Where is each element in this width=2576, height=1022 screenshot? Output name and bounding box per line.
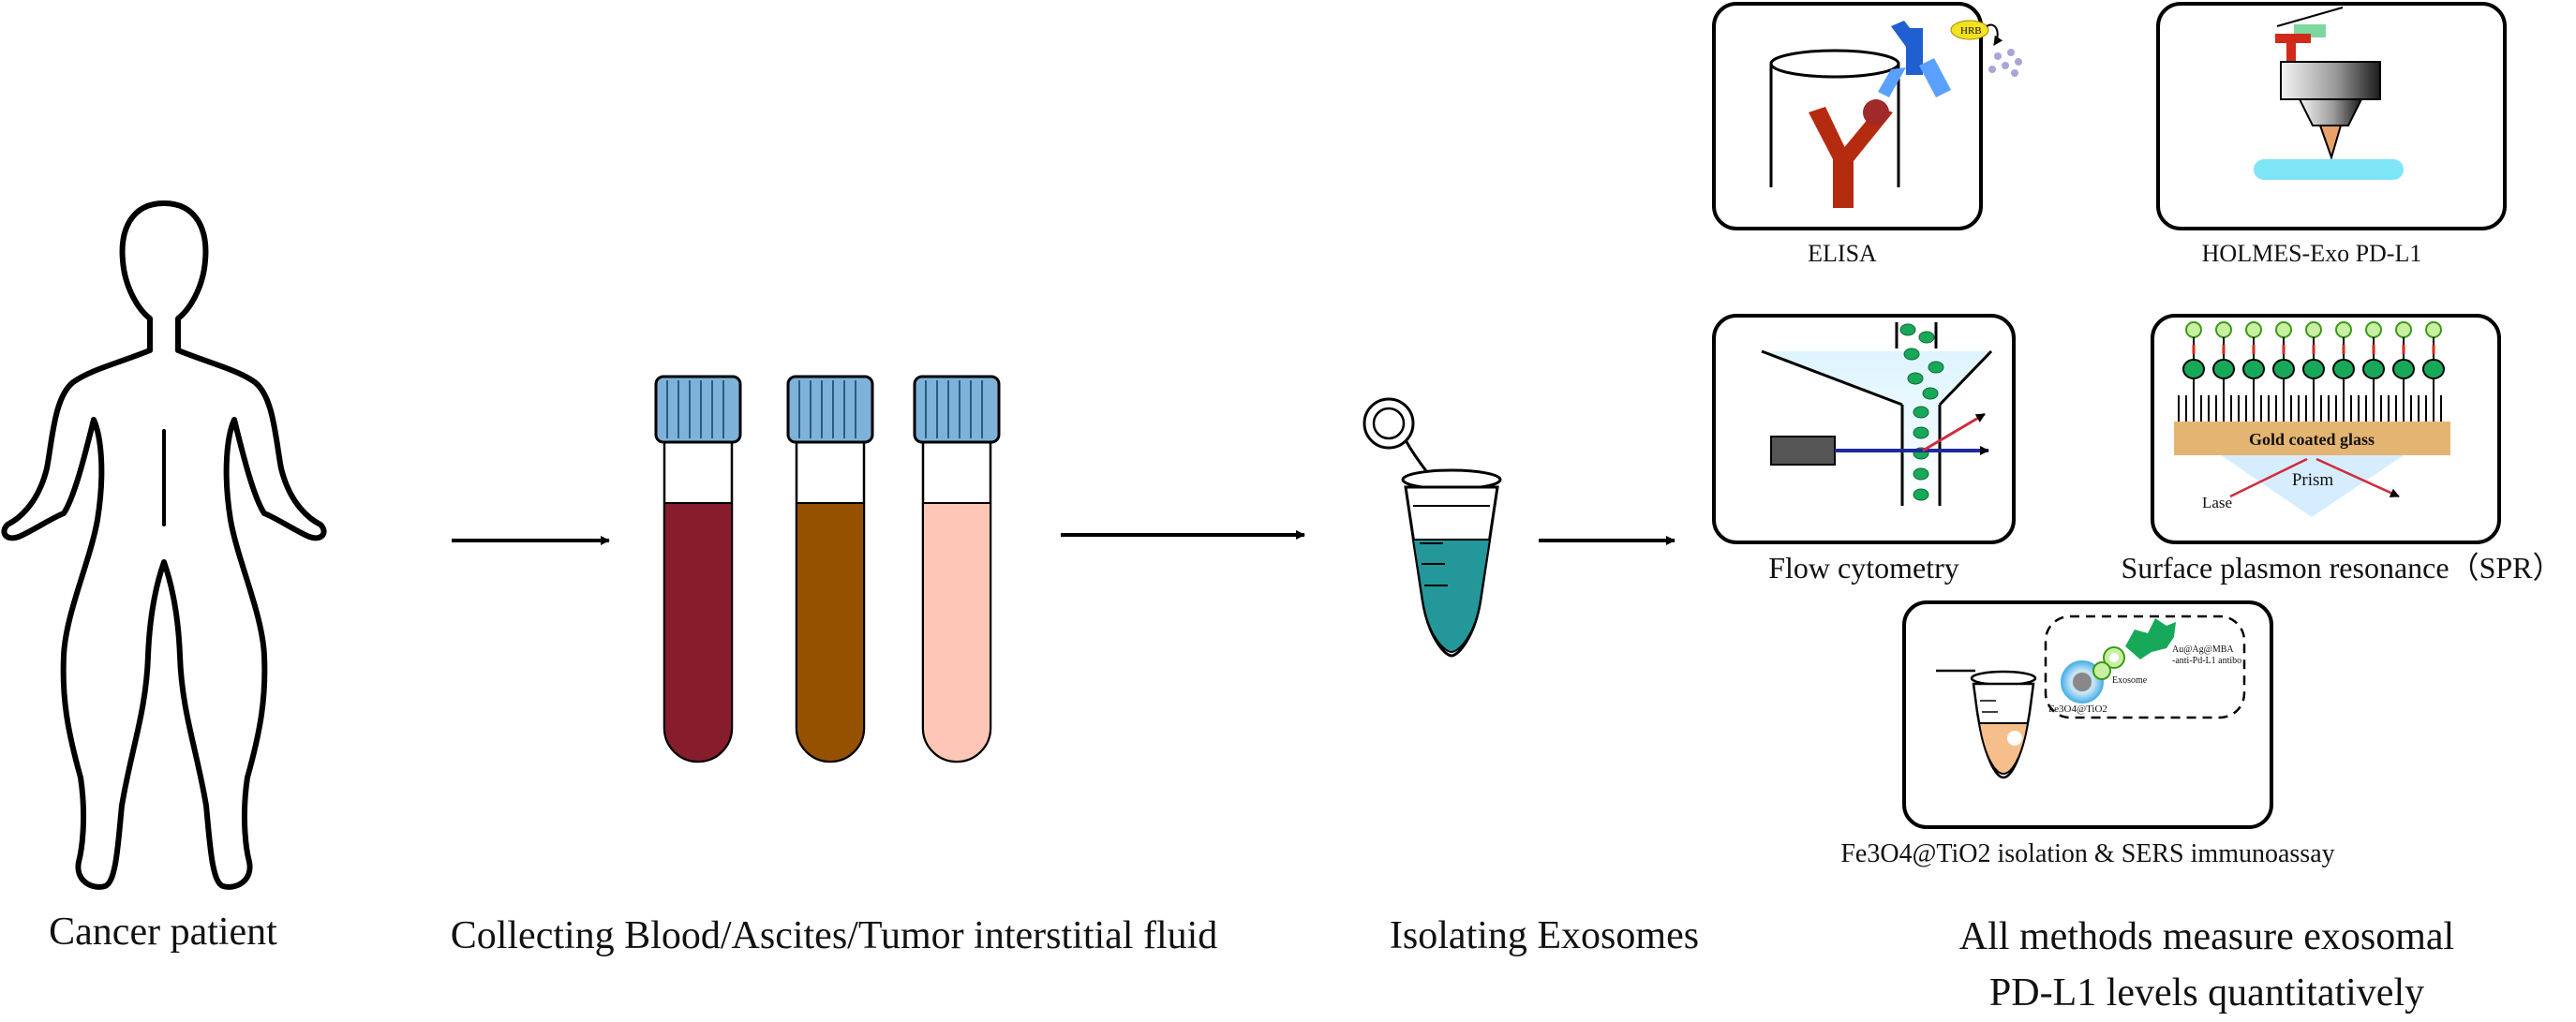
receptor-array: [2178, 321, 2445, 422]
fe-label: Fe3O4@TiO2: [2048, 704, 2107, 715]
isolate-label: Isolating Exosomes: [1390, 914, 1699, 957]
hrb-tag: HRB: [1960, 25, 1982, 37]
sample-strip-icon: [2254, 159, 2404, 180]
gold-label: Gold coated glass: [2249, 430, 2375, 449]
flow-label: Flow cytometry: [1768, 551, 1959, 585]
spr-panel: Gold coated glass Prism Lase: [2151, 314, 2501, 544]
probe-label-1: Au@Ag@MBA: [2172, 644, 2234, 655]
well-plate-icon: [1769, 49, 1900, 187]
summary-line-1: All methods measure exosomal: [1959, 915, 2454, 958]
particle-beads: [1899, 323, 1944, 501]
hrb-enzyme-icon: [1950, 20, 1989, 40]
signal-dots: [1988, 49, 2022, 77]
elisa-label: ELISA: [1808, 240, 1877, 267]
antigen-icon: [1863, 99, 1889, 126]
gold-glass-icon: [2174, 422, 2450, 455]
human-silhouette-icon: [1, 200, 327, 890]
exosome-label: Exosome: [2112, 675, 2148, 686]
flow-cytometry-panel: [1712, 314, 2016, 544]
blood-tube: [654, 375, 742, 763]
interstitial-fluid-tube: [913, 375, 1001, 763]
holmes-label: HOLMES-Exo PD-L1: [2202, 240, 2422, 267]
capture-antibody-icon: [1809, 107, 1893, 208]
laser-source-icon: [1770, 436, 1836, 466]
ascites-tube: [786, 375, 874, 763]
collect-label: Collecting Blood/Ascites/Tumor interstit…: [451, 914, 1218, 957]
optical-head-icon: [2280, 61, 2381, 100]
eppendorf-tube-icon: [1362, 397, 1502, 658]
sers-label: Fe3O4@TiO2 isolation & SERS immunoassay: [1840, 839, 2334, 868]
probe-label-2: -anti-Pd-L1 antibo: [2172, 656, 2241, 666]
patient-label: Cancer patient: [49, 911, 277, 954]
spr-label: Surface plasmon resonance（SPR）: [2121, 551, 2562, 585]
flow-arrows: [452, 530, 1675, 545]
summary-line-2: PD-L1 levels quantitatively: [1989, 971, 2424, 1015]
zoom-callout: [2044, 615, 2246, 719]
prism-icon: [2221, 455, 2404, 517]
prism-label: Prism: [2292, 470, 2334, 490]
sers-panel: Exosome Fe3O4@TiO2 Au@Ag@MBA -anti-Pd-L1…: [1902, 600, 2273, 829]
laser-label: Lase: [2202, 494, 2232, 511]
holmes-panel: [2156, 2, 2507, 230]
probe-icon: [2092, 618, 2176, 680]
detection-antibody-icon: [1878, 21, 1951, 97]
sample-tubes: [654, 375, 1001, 763]
small-tube-icon: [1936, 669, 2037, 779]
elisa-panel: HRB: [1712, 2, 2022, 230]
